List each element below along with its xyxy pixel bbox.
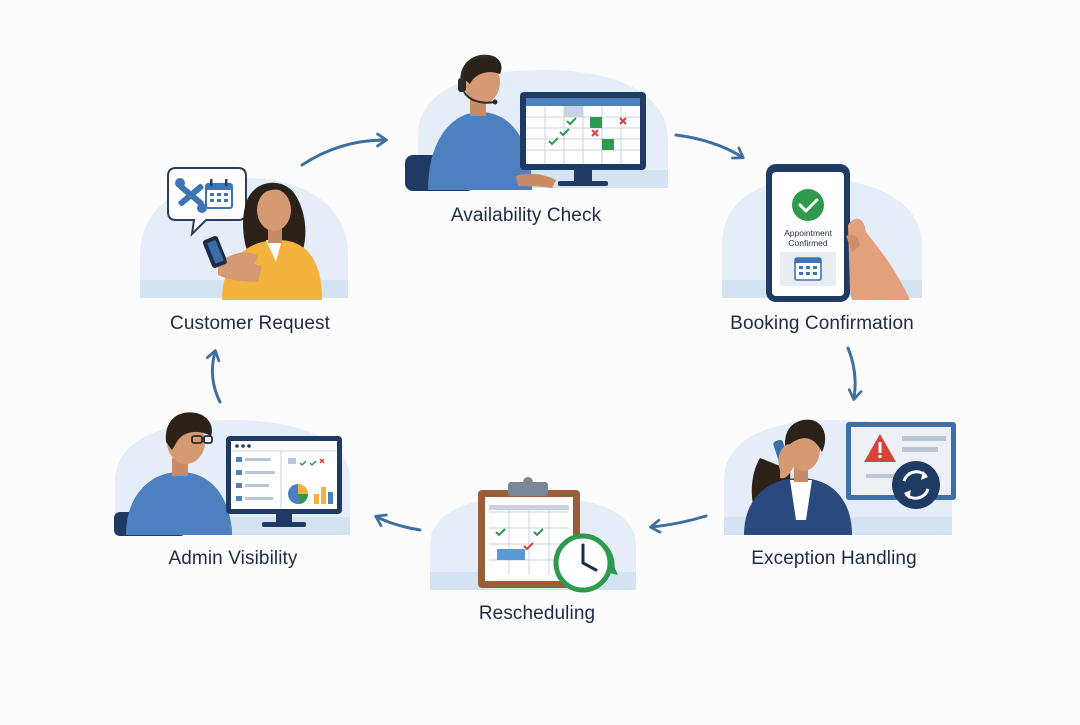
calendar-icon <box>794 257 822 281</box>
arrow-exception-to-rescheduling <box>649 514 708 534</box>
step-label-availability-check: Availability Check <box>450 205 602 226</box>
step-label-booking-confirmation: Booking Confirmation <box>730 313 914 334</box>
confirm-line1: Appointment <box>784 228 832 238</box>
confirm-line2: Confirmed <box>788 238 827 248</box>
smartphone: Appointment Confirmed <box>766 164 850 302</box>
arrow-rescheduling-to-admin <box>374 513 422 532</box>
sync-icon <box>892 461 940 509</box>
calendar-icon <box>205 179 233 209</box>
pie-chart-icon <box>288 484 309 504</box>
admin-monitor <box>226 436 342 527</box>
step-label-exception-handling: Exception Handling <box>751 548 917 569</box>
step-label-admin-visibility: Admin Visibility <box>168 548 298 569</box>
step-label-customer-request: Customer Request <box>169 313 331 334</box>
arrow-confirmation-to-exception <box>846 346 863 401</box>
admin-visibility-illustration <box>114 412 350 536</box>
customer-request-illustration <box>140 167 348 300</box>
check-icon <box>495 528 544 537</box>
glasses-icon <box>191 435 213 444</box>
check-icon <box>548 117 577 146</box>
arrow-availability-to-confirmation <box>674 133 745 160</box>
availability-check-illustration <box>405 54 668 191</box>
arrow-admin-to-request <box>205 349 222 404</box>
rescheduling-illustration <box>430 477 636 593</box>
cycle-arrows <box>205 132 863 534</box>
wrench-icon <box>175 178 207 213</box>
monitor-calendar <box>520 92 646 186</box>
clock-icon <box>553 533 618 593</box>
exception-handling-illustration <box>724 419 956 535</box>
hand <box>848 218 910 300</box>
booking-confirmation-illustration: Appointment Confirmed <box>722 164 922 302</box>
check-circle-icon <box>792 189 824 221</box>
clipboard <box>478 477 580 588</box>
x-icon <box>591 117 627 137</box>
woman-figure <box>202 182 322 300</box>
headset-icon <box>458 54 498 105</box>
arrow-request-to-availability <box>300 132 388 167</box>
speech-bubble-icon <box>167 167 247 237</box>
bar-chart-icon <box>314 487 333 504</box>
alert-panel <box>846 422 956 509</box>
step-label-rescheduling: Rescheduling <box>478 603 596 624</box>
